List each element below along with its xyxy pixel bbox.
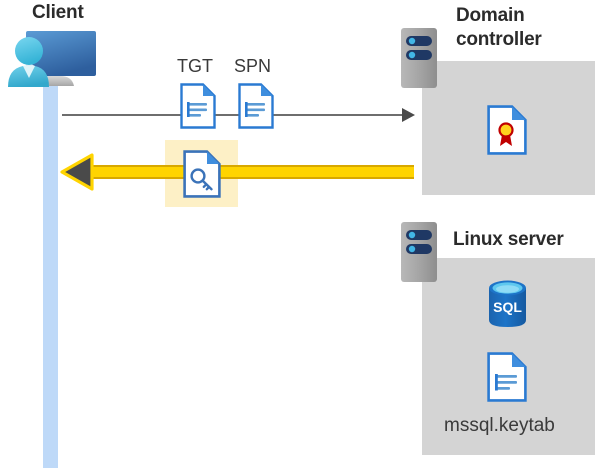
domain-controller-title: Domain controller bbox=[456, 5, 542, 50]
key-document-icon bbox=[183, 150, 221, 198]
request-arrow-line bbox=[62, 114, 407, 116]
response-arrow-head-icon bbox=[60, 151, 94, 193]
sql-database-icon: SQL bbox=[485, 278, 530, 330]
spn-label: SPN bbox=[234, 56, 272, 76]
certificate-document-icon bbox=[487, 105, 527, 155]
domain-controller-server-icon bbox=[401, 28, 437, 88]
tgt-document-icon bbox=[180, 83, 216, 129]
response-arrow-line bbox=[84, 165, 414, 179]
linux-server-icon bbox=[401, 222, 437, 282]
client-title: Client bbox=[32, 2, 84, 23]
workstation-user-icon bbox=[4, 24, 108, 96]
client-lifeline-bar bbox=[43, 70, 58, 468]
linux-server-title: Linux server bbox=[453, 229, 564, 250]
keytab-filename-caption: mssql.keytab bbox=[444, 415, 555, 436]
sql-badge-text: SQL bbox=[493, 299, 522, 315]
request-arrow-head-icon bbox=[402, 108, 415, 122]
spn-document-icon bbox=[238, 83, 274, 129]
tgt-label: TGT bbox=[177, 56, 213, 76]
keytab-document-icon bbox=[487, 352, 527, 402]
